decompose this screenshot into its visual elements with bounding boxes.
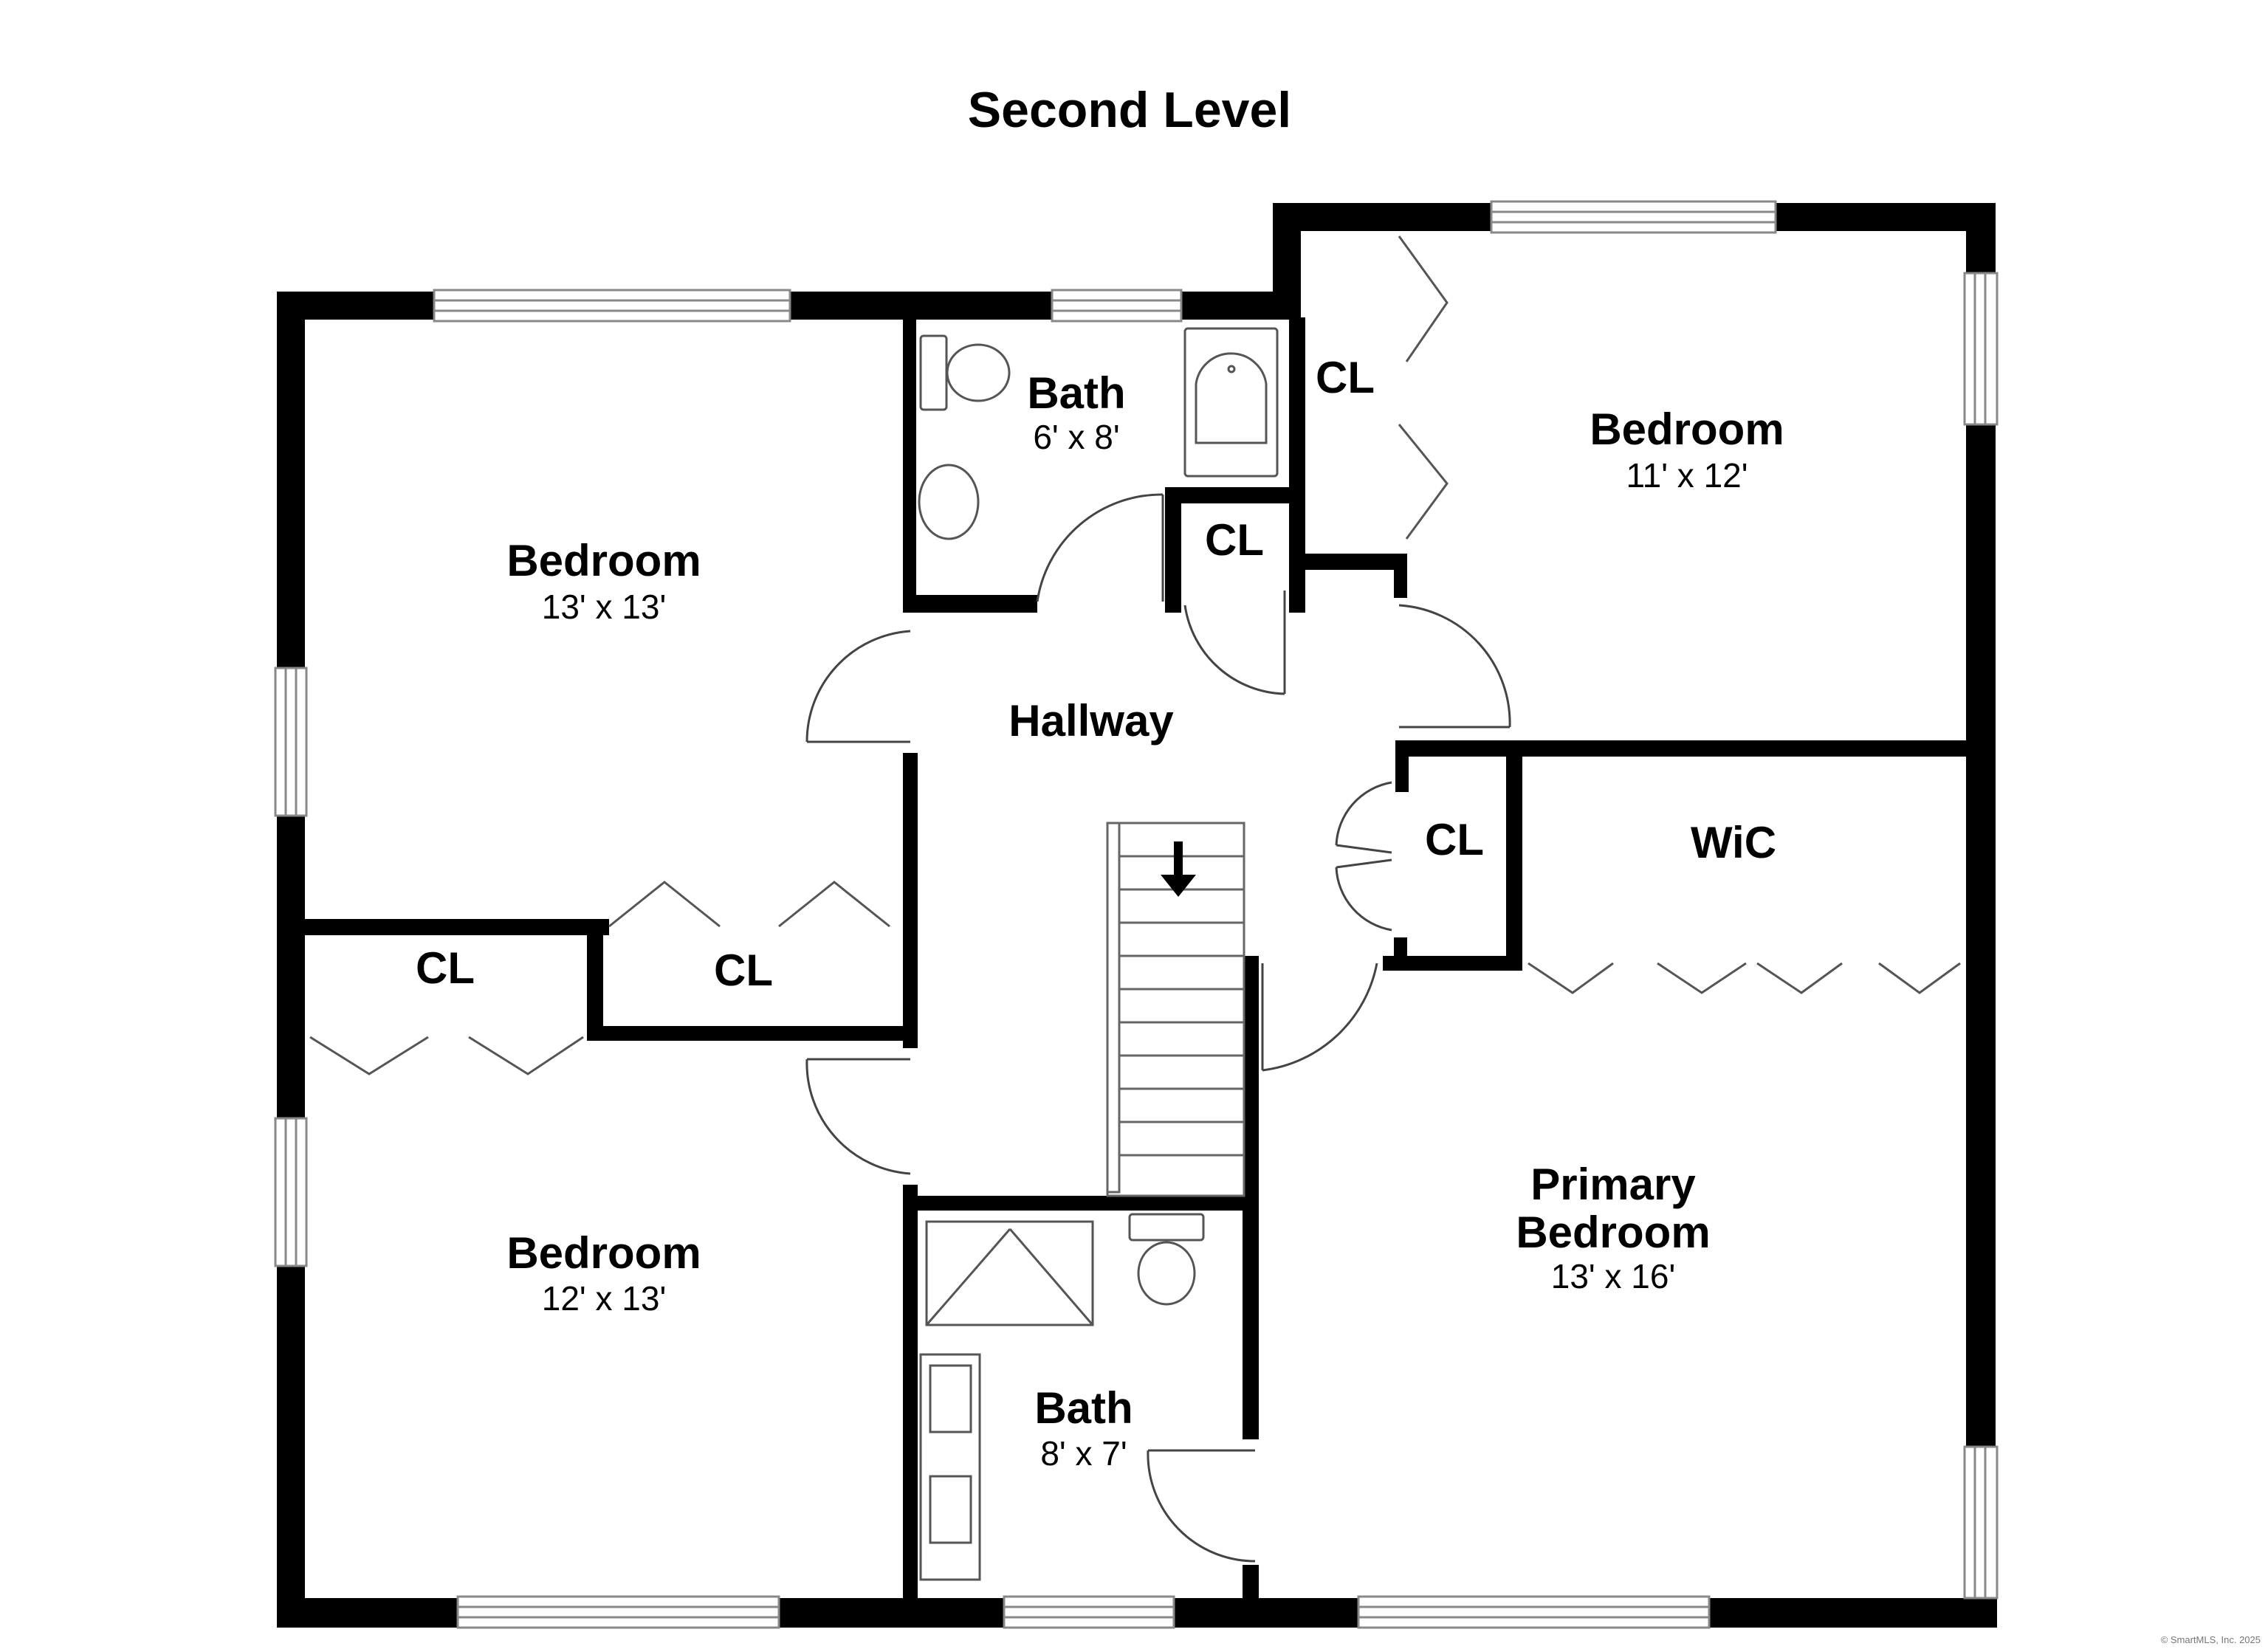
room-dimensions: 6' x 8' [1033, 418, 1119, 456]
room-dimensions: 8' x 7' [1040, 1434, 1127, 1473]
plan-title: Second Level [968, 82, 1291, 138]
closet-label-west-upper: CL [416, 943, 475, 993]
closet-label-ne: CL [1316, 353, 1375, 402]
fixtures [918, 327, 1279, 1581]
closet-label-hall-east: CL [1425, 815, 1484, 864]
room-name: Bedroom [506, 1228, 701, 1278]
windows [274, 200, 1999, 1629]
bifold-doors [309, 235, 1961, 1075]
arrow-down-icon [1161, 841, 1196, 897]
room-name-line2: Bedroom [1516, 1208, 1710, 1257]
shower-icon [925, 1220, 1094, 1326]
closet-label-hall-north: CL [1205, 515, 1264, 565]
room-bedroom-nw: Bedroom 13' x 13' [506, 536, 701, 626]
room-bath-north: Bath 6' x 8' [1027, 368, 1125, 456]
room-dimensions: 13' x 16' [1551, 1257, 1675, 1295]
closet-label-west-lower: CL [714, 946, 773, 995]
room-bedroom-ne: Bedroom 11' x 12' [1590, 404, 1784, 495]
room-labels: Bedroom 13' x 13' Bath 6' x 8' Bedroom 1… [506, 368, 1784, 1473]
closet-labels: CL CL CL CL CL [416, 353, 1484, 995]
room-name: Bath [1027, 368, 1125, 418]
room-name: Bedroom [1590, 404, 1784, 454]
toilet-icon [919, 334, 948, 411]
room-name-line1: Primary [1530, 1160, 1696, 1209]
copyright-text: © SmartMLS, Inc. 2025 [2161, 1634, 2261, 1645]
room-bath-south: Bath 8' x 7' [1034, 1383, 1133, 1473]
room-dimensions: 11' x 12' [1626, 456, 1748, 495]
stairs [1106, 822, 1245, 1197]
room-hallway: Hallway [1008, 696, 1174, 746]
room-dimensions: 12' x 13' [542, 1279, 666, 1318]
room-name: Bath [1034, 1383, 1133, 1433]
room-primary-bedroom: Primary Bedroom 13' x 16' [1516, 1160, 1710, 1295]
room-dimensions: 13' x 13' [542, 588, 666, 626]
room-name: WiC [1691, 818, 1776, 867]
toilet-icon-south [1128, 1213, 1205, 1242]
doors [805, 493, 1511, 1563]
room-wic: WiC [1691, 818, 1776, 867]
room-name: Bedroom [506, 536, 701, 585]
room-bedroom-sw: Bedroom 12' x 13' [506, 1228, 701, 1318]
room-name: Hallway [1008, 696, 1174, 746]
sink-icon [918, 464, 980, 540]
